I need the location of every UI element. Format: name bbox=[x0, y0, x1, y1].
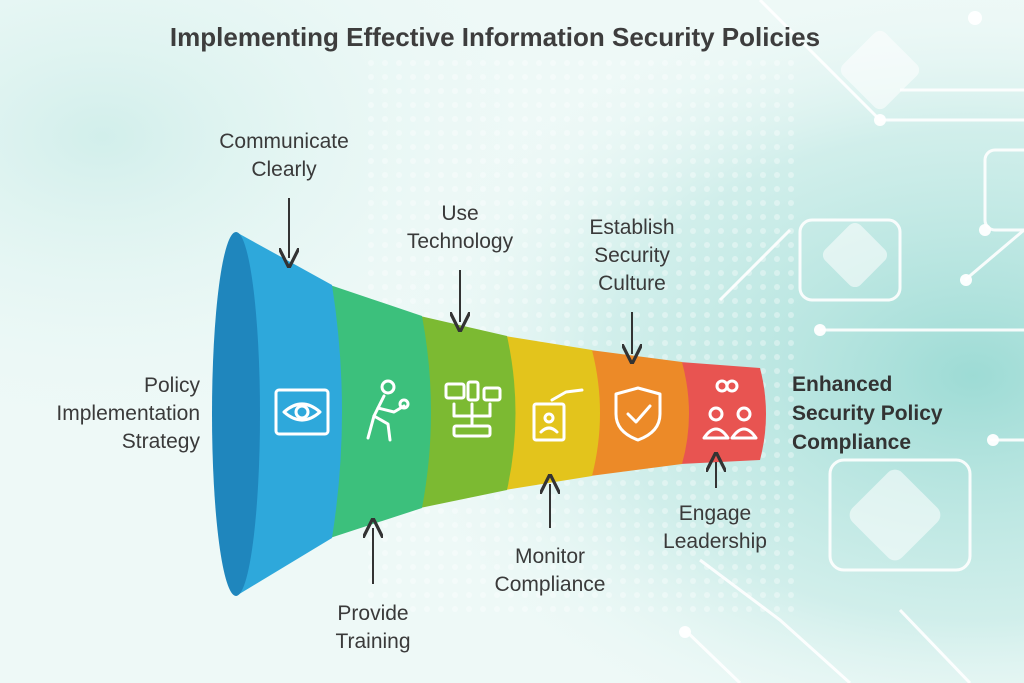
training-figure-icon bbox=[366, 379, 410, 442]
leadership-people-icon bbox=[702, 379, 758, 440]
step-label-communicate: Communicate Clearly bbox=[219, 130, 349, 181]
step-label-technology: Use Technology bbox=[406, 202, 514, 253]
funnel-segment-communicate-clearly bbox=[212, 232, 342, 596]
funnel-segment-monitor-compliance bbox=[505, 336, 600, 490]
shield-check-icon bbox=[614, 386, 662, 442]
result-label: Enhanced Security Policy Compliance bbox=[792, 373, 943, 454]
funnel-segment-provide-training bbox=[330, 285, 431, 538]
eye-scan-icon bbox=[274, 388, 330, 436]
page-title: Implementing Effective Information Secur… bbox=[169, 22, 821, 52]
step-label-culture: Establish Security Culture bbox=[589, 216, 675, 295]
devices-network-icon bbox=[444, 380, 502, 438]
step-label-monitor: Monitor Compliance bbox=[494, 545, 606, 596]
hand-document-icon bbox=[532, 388, 584, 442]
step-label-leadership: Engage Leadership bbox=[663, 502, 767, 553]
step-label-training: Provide Training bbox=[335, 602, 411, 653]
funnel-segment-use-technology bbox=[420, 316, 516, 508]
funnel-segment-establish-culture bbox=[590, 350, 689, 476]
start-label: Policy Implementation Strategy bbox=[56, 374, 200, 453]
